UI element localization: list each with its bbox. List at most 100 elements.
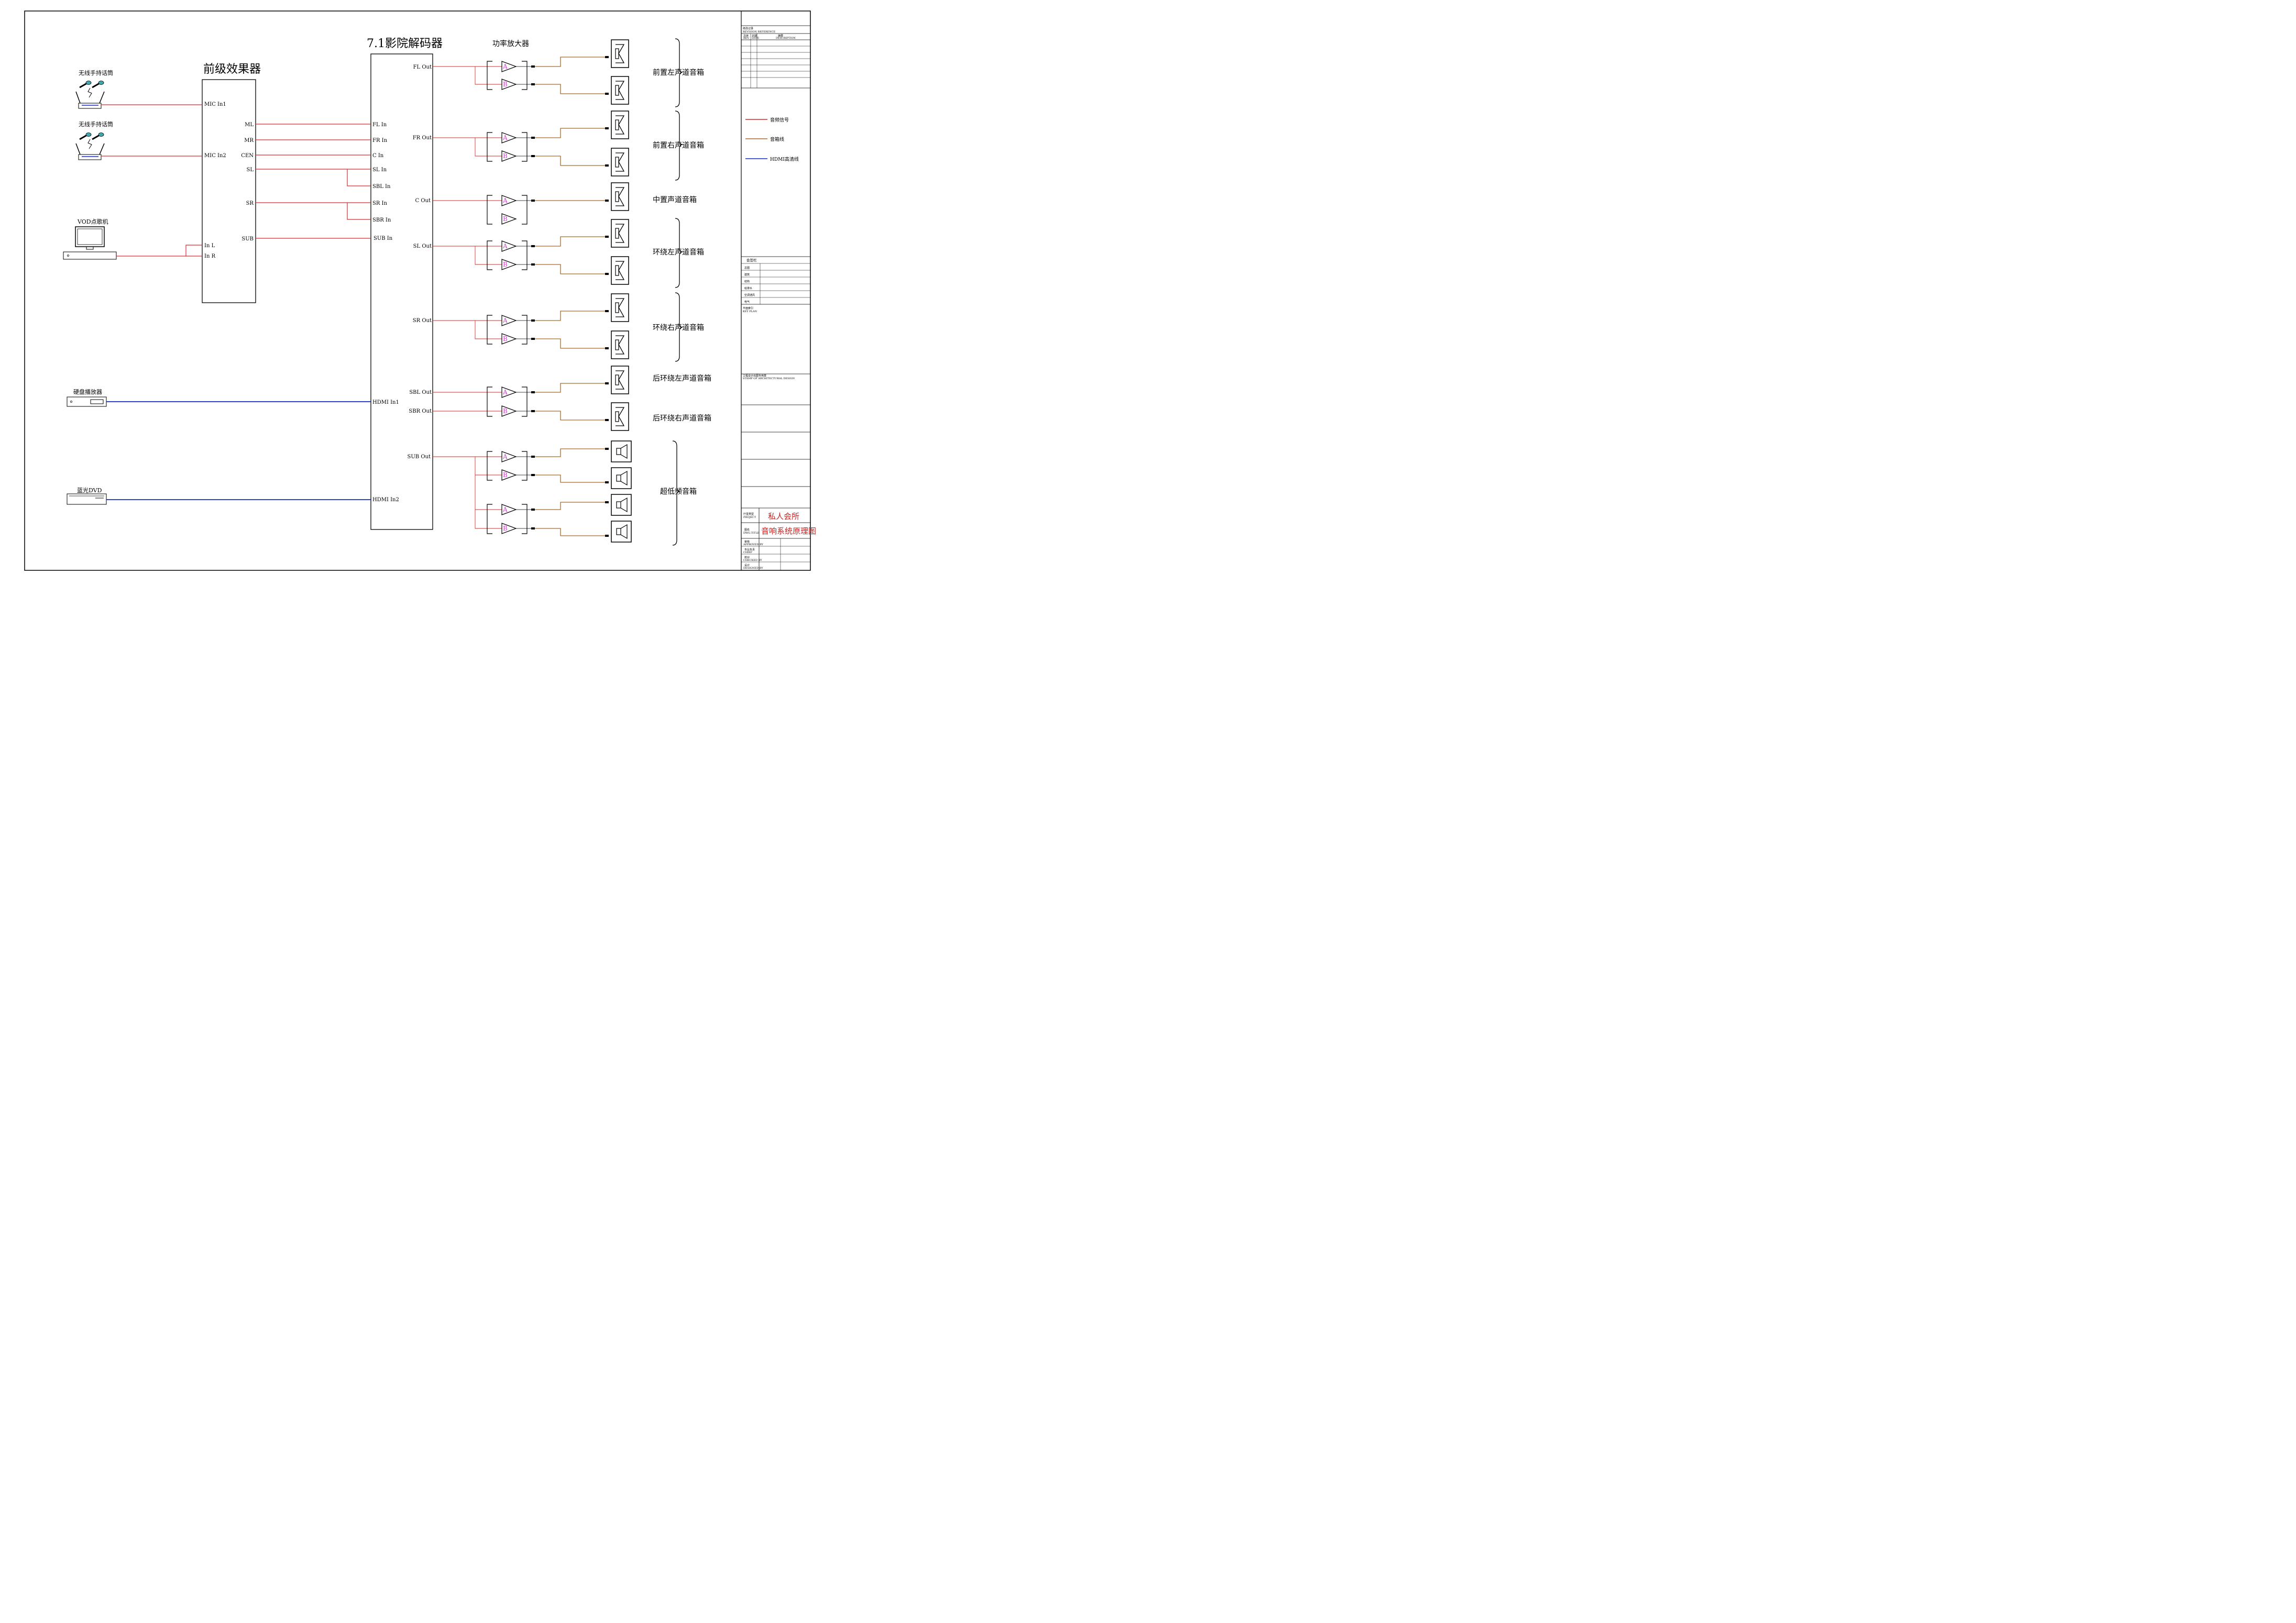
speaker-icon	[611, 219, 629, 248]
amp-channel-b-label: B	[503, 152, 508, 160]
amp-c: A B	[433, 195, 609, 225]
amp-sl: A B	[433, 236, 609, 275]
stamp-label: 工程设计出图专用章	[743, 374, 766, 378]
port-sl: SL	[247, 167, 254, 173]
port-in-l: In L	[204, 243, 215, 249]
role-checked-en: CHECKED BY	[743, 559, 762, 562]
amp-channel-b-label: B	[503, 81, 508, 88]
amp-channel-a	[501, 132, 517, 143]
signoff-table: 会签栏 总图 建筑 结构 给排水 空调通风 电气	[741, 256, 810, 305]
amp-channel-a-label: A	[502, 506, 508, 513]
speaker-icon	[611, 330, 629, 359]
mic-2-label: 无线手持话筒	[79, 120, 113, 128]
amp-channel-a	[501, 451, 517, 462]
speaker-icon	[611, 111, 629, 139]
speaker-icon	[611, 39, 629, 68]
amp-channel-b-label: B	[503, 471, 508, 479]
amp-fr: A B	[433, 127, 609, 167]
amp-channel-b	[501, 79, 517, 90]
decoder-title: 7.1影院解码器	[367, 37, 443, 50]
bluray-label: 蓝光DVD	[77, 487, 102, 494]
port-sr: SR	[246, 201, 254, 206]
role-chief-en: CHIEF	[743, 551, 753, 554]
preamp-box	[202, 79, 256, 303]
rev-col-date: 日期	[752, 35, 757, 38]
drawing-title-label: 图名	[744, 528, 750, 532]
legend-hdmi-label: HDMI高清线	[770, 156, 799, 162]
amp-channel-a-label: A	[502, 63, 508, 70]
port-in-r: In R	[204, 253, 216, 259]
role-checked: 校对	[744, 556, 750, 559]
wire-vod-in-l	[116, 245, 202, 257]
wire-sr-sbr	[347, 203, 371, 220]
amp-channel-a	[501, 315, 517, 326]
port-fl-in: FL In	[372, 122, 387, 128]
bluray-player: 蓝光DVD	[67, 487, 107, 505]
speaker-group-rear-left: 后环绕左声道音箱	[653, 374, 711, 383]
amp-channel-b-label: B	[503, 525, 508, 532]
amp-sb: A B	[433, 382, 609, 421]
amp-channel-a-label: A	[502, 389, 508, 396]
schematic-canvas: 修改记录 REVISION REFERENCE 次序 日期 摘要 REV. DA…	[24, 10, 816, 571]
wireless-mic-2: 无线手持话筒	[75, 120, 113, 160]
amp-channel-b	[501, 523, 517, 534]
signoff-row-3: 结构	[744, 280, 750, 283]
amp-channel-b-label: B	[503, 335, 508, 343]
amp-fl: A B	[433, 56, 609, 95]
port-c-in: C In	[372, 153, 384, 159]
speaker-icon	[611, 402, 629, 431]
signoff-row-4: 给排水	[744, 286, 752, 290]
amp-channel-a-label: A	[502, 317, 508, 324]
speaker-group-front-left: 前置左声道音箱	[653, 68, 704, 77]
decoder-block: 7.1影院解码器 FL In FR In C In SL In SBL In S…	[367, 37, 443, 530]
rev-col-no-en: REV.	[743, 37, 750, 40]
speaker-icon	[611, 76, 629, 105]
drawing-title-label-en: DWG.TITLE	[743, 532, 760, 535]
rev-col-desc-en: DESCRIPTION	[776, 37, 796, 40]
subwoofer-icon	[611, 440, 632, 462]
signoff-title: 会签栏	[746, 258, 757, 262]
speakers	[611, 39, 632, 543]
port-sub-in: SUB In	[373, 236, 393, 241]
amp-sr: A B	[433, 310, 609, 349]
title-block: 修改记录 REVISION REFERENCE 次序 日期 摘要 REV. DA…	[741, 11, 816, 570]
microphone-icon	[75, 132, 105, 160]
dvd-player-icon	[67, 493, 107, 505]
project-label: 厅堂类型	[743, 512, 754, 516]
microphone-icon	[75, 80, 105, 109]
amp-channel-a	[501, 61, 517, 72]
amp-channel-b	[501, 405, 517, 417]
amp-channel-a-label: A	[502, 453, 508, 460]
speaker-group-center: 中置声道音箱	[653, 195, 697, 204]
port-mr: MR	[244, 138, 254, 143]
port-sr-in: SR In	[372, 201, 388, 206]
preamp-title: 前级效果器	[203, 63, 261, 76]
speaker-group-rear-right: 后环绕右声道音箱	[653, 414, 711, 423]
role-approved: 审核	[744, 540, 750, 544]
legend-audio-label: 音频信号	[770, 117, 789, 123]
amp-sub: A B A B	[433, 448, 609, 537]
project-label-en: PROJECT	[743, 516, 756, 519]
project-info: 厅堂类型 PROJECT 私人会所 图名 DWG.TITLE 音响系统原理图	[741, 508, 816, 570]
revision-title-en: REVISION REFERENCE	[743, 30, 776, 34]
signoff-row-1: 总图	[744, 266, 750, 270]
port-sbl-out: SBL Out	[409, 390, 432, 395]
wireless-mic-1: 无线手持话筒	[75, 69, 113, 109]
speaker-icon	[611, 366, 629, 394]
key-plan-label: 平面索引	[743, 306, 753, 310]
signoff-row-6: 电气	[744, 300, 750, 304]
port-fr-out: FR Out	[413, 135, 432, 141]
subwoofer-icon	[611, 494, 632, 516]
key-plan-label-en: KEY PLAN	[743, 310, 757, 313]
vod-player: VOD点歌机	[63, 218, 117, 260]
amp-channel-b	[501, 333, 517, 345]
approval-table: 审核 APPROVED BY 专业负责 CHIEF 校对 CHECKED BY …	[741, 538, 810, 570]
stamp-label-en: STAMP OF ARCHITECTURAL DESIGN	[743, 377, 795, 380]
port-sr-out: SR Out	[413, 318, 432, 324]
amp-channel-a-label: A	[502, 134, 508, 141]
rev-col-desc: 摘要	[778, 34, 783, 38]
amplifier-heading: 功率放大器	[492, 39, 529, 48]
wire-sl-sbl	[347, 169, 371, 186]
preamp-block: 前级效果器 MIC In1 MIC In2 In L In R ML MR CE…	[202, 63, 261, 303]
signoff-row-5: 空调通风	[744, 293, 755, 297]
